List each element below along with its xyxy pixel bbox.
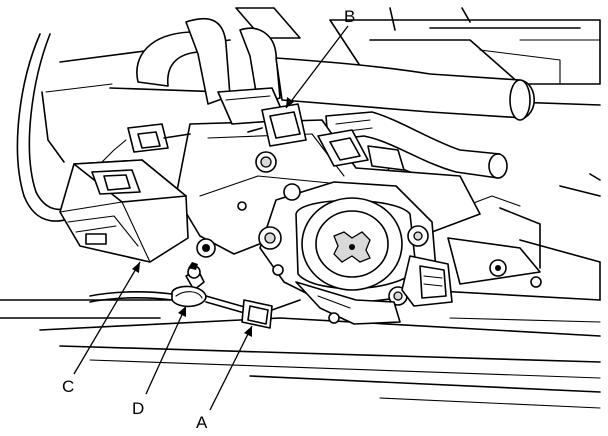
connector-right xyxy=(317,129,405,171)
callout-leaders xyxy=(73,25,349,411)
leader-b xyxy=(285,25,349,109)
leader-c xyxy=(73,261,141,375)
leader-d xyxy=(145,305,187,395)
callout-b: B xyxy=(344,7,355,26)
connector-top-left xyxy=(101,123,191,163)
connector-b xyxy=(247,103,307,147)
leader-a xyxy=(209,325,253,411)
actuator-motor xyxy=(258,181,453,325)
chassis-background xyxy=(0,7,601,409)
control-unit-c xyxy=(59,159,189,263)
sensor-wire-d xyxy=(89,262,249,315)
callout-a: A xyxy=(196,413,208,432)
callout-c: C xyxy=(62,377,74,396)
connector-a xyxy=(241,299,301,329)
callout-d: D xyxy=(132,399,144,418)
callout-labels: B C D A xyxy=(62,7,355,432)
